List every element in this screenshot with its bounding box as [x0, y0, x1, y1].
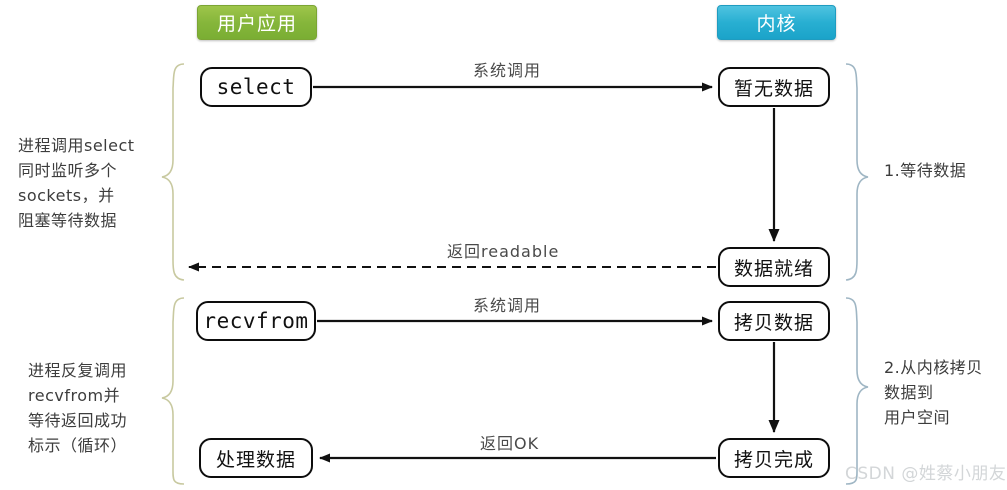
box-recvfrom: recvfrom: [196, 301, 316, 341]
brace-right-phase-2: [845, 297, 869, 485]
edge-label-return-ok: 返回OK: [480, 434, 540, 453]
edge-label-syscall-2: 系统调用: [473, 296, 542, 315]
annotation-left-phase-2: 进程反复调用 recvfrom并 等待返回成功 标示（循环）: [28, 361, 128, 455]
box-process-data: 处理数据: [199, 438, 313, 478]
annotation-right-phase-1: 1.等待数据: [884, 161, 967, 180]
box-copying-data: 拷贝数据: [718, 301, 830, 341]
annotation-left-phase-1: 进程调用select 同时监听多个 sockets，并 阻塞等待数据: [18, 136, 135, 230]
kernel-pill: 内核: [717, 5, 836, 40]
box-select: select: [200, 67, 312, 107]
box-no-data: 暂无数据: [718, 67, 830, 107]
user-application-pill: 用户应用: [197, 5, 317, 40]
edge-label-return-readable: 返回readable: [447, 242, 560, 261]
brace-right-phase-1: [845, 63, 869, 281]
edge-label-syscall-1: 系统调用: [473, 61, 542, 80]
box-data-ready: 数据就绪: [718, 247, 830, 287]
annotation-right-phase-2: 2.从内核拷贝 数据到 用户空间: [884, 358, 983, 427]
watermark: CSDN @姓蔡小朋友: [845, 464, 1007, 484]
box-copy-done: 拷贝完成: [718, 438, 830, 478]
